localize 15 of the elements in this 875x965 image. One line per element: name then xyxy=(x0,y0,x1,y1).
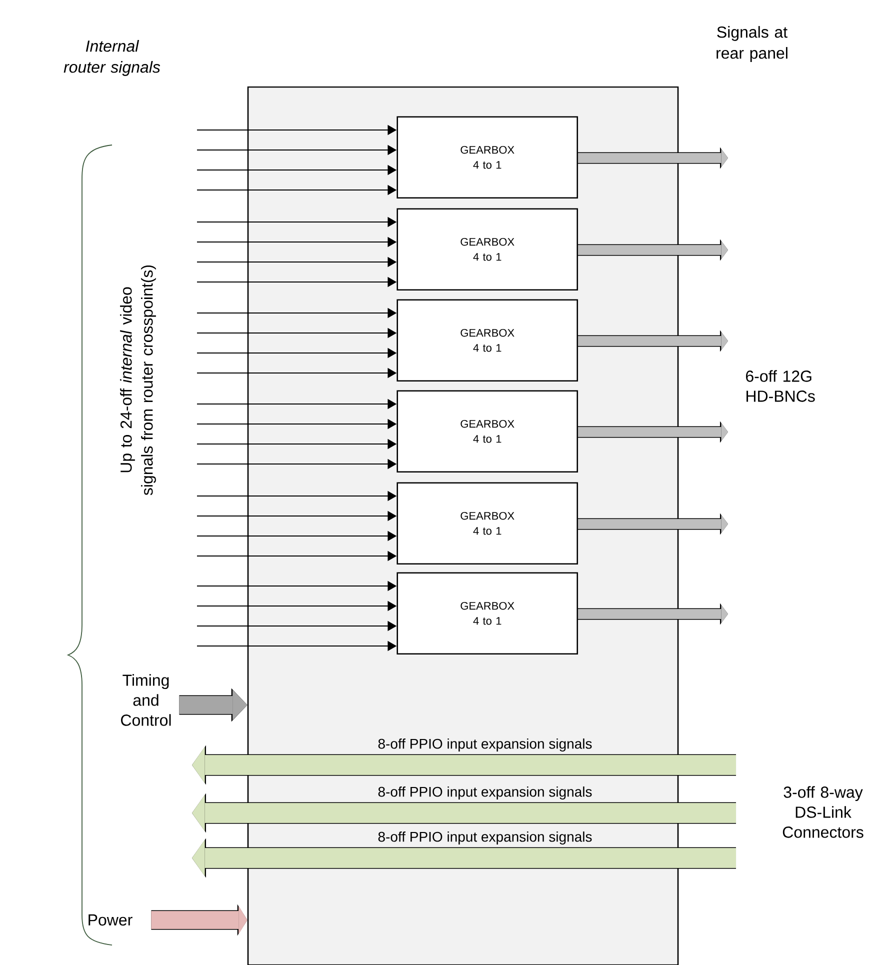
gearbox-box: GEARBOX 4 to 1 xyxy=(396,208,578,290)
gearbox-box: GEARBOX 4 to 1 xyxy=(396,390,578,472)
edge-label: 8-off PPIO input expansion signals xyxy=(376,830,594,846)
signal-label: 3-off 8-way DS-Link Connectors xyxy=(782,786,864,838)
signal-label: Timing and Control xyxy=(121,674,171,726)
signal-label: 6-off 12G HD-BNCs xyxy=(746,370,815,402)
gearbox-box: GEARBOX 4 to 1 xyxy=(396,116,578,198)
gearbox-box: GEARBOX 4 to 1 xyxy=(396,482,578,564)
heading-label: Internal router signals xyxy=(64,40,160,76)
gearbox-box: GEARBOX 4 to 1 xyxy=(396,572,578,654)
gearbox-box: GEARBOX 4 to 1 xyxy=(396,299,578,382)
edge-label: 8-off PPIO input expansion signals xyxy=(376,737,594,753)
heading-label: Signals at rear panel xyxy=(716,26,788,62)
edge-label: 8-off PPIO input expansion signals xyxy=(376,785,594,801)
signal-label: Power xyxy=(88,914,132,926)
